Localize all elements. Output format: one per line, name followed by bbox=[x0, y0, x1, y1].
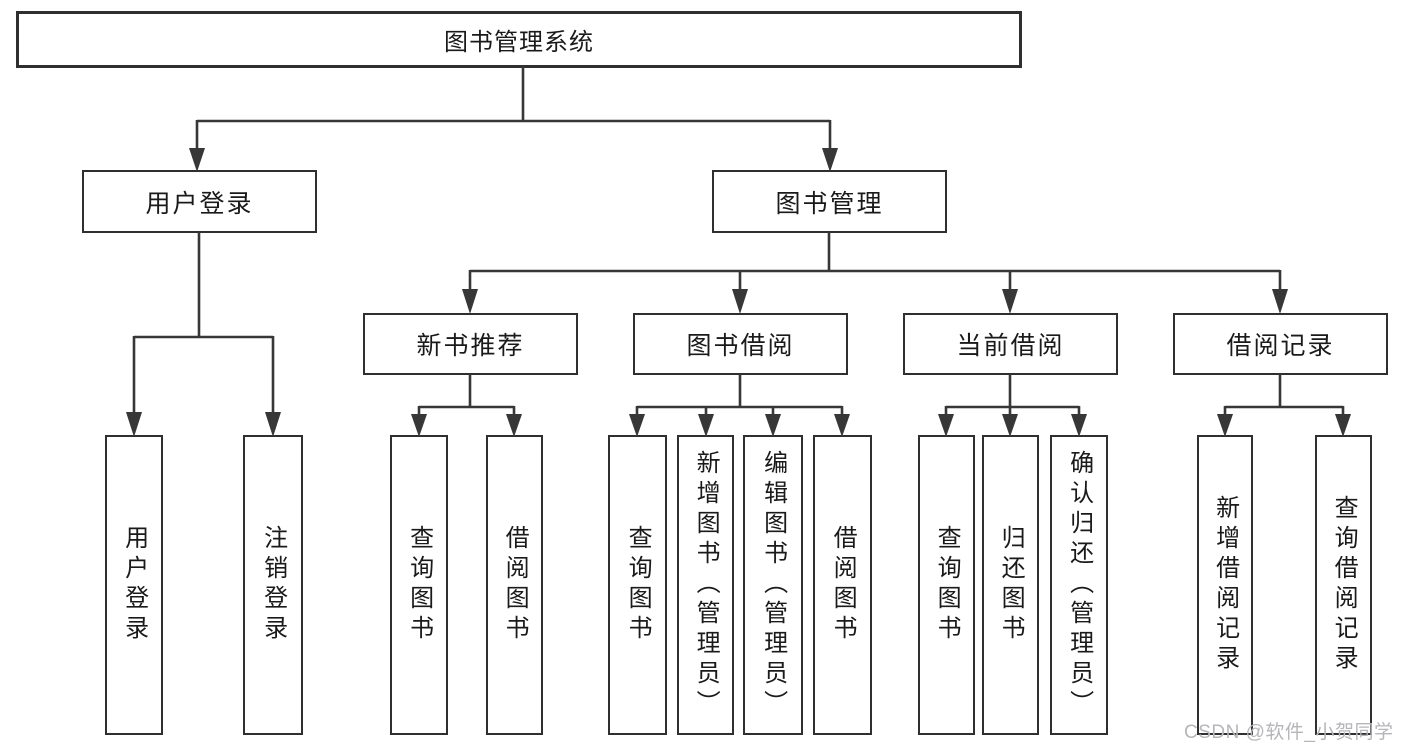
leaf-borrow-books: 借阅图书 bbox=[813, 435, 872, 735]
leaf-borrow-books: 借阅图书 bbox=[486, 435, 543, 735]
leaf-label: 借阅图书 bbox=[829, 525, 857, 645]
leaf-label: 查询图书 bbox=[405, 525, 433, 645]
leaf-user-login: 用户登录 bbox=[105, 435, 163, 735]
node-book-borrowing: 图书借阅 bbox=[633, 313, 848, 375]
node-new-book-recommendation: 新书推荐 bbox=[363, 313, 578, 375]
leaf-label: 确认归还（管理员） bbox=[1065, 450, 1093, 720]
leaf-edit-books-admin: 编辑图书（管理员） bbox=[743, 435, 803, 735]
watermark-csdn: CSDN @软件_小贺同学 bbox=[1184, 722, 1394, 743]
leaf-logout-login: 注销登录 bbox=[243, 435, 303, 735]
leaf-query-books: 查询图书 bbox=[918, 435, 975, 735]
leaf-add-borrow-record: 新增借阅记录 bbox=[1197, 435, 1253, 735]
node-user-login: 用户登录 bbox=[82, 170, 317, 233]
leaf-query-books: 查询图书 bbox=[390, 435, 448, 735]
node-library-system: 图书管理系统 bbox=[16, 11, 1022, 68]
leaf-label: 用户登录 bbox=[120, 525, 148, 645]
leaf-label: 注销登录 bbox=[259, 525, 287, 645]
node-current-borrowing: 当前借阅 bbox=[903, 313, 1118, 375]
leaf-add-books-admin: 新增图书（管理员） bbox=[677, 435, 734, 735]
node-book-management: 图书管理 bbox=[712, 170, 947, 233]
leaf-query-borrow-record: 查询借阅记录 bbox=[1315, 435, 1372, 735]
leaf-label: 归还图书 bbox=[997, 525, 1025, 645]
leaf-label: 新增借阅记录 bbox=[1211, 495, 1239, 675]
leaf-label: 查询图书 bbox=[624, 525, 652, 645]
leaf-label: 借阅图书 bbox=[501, 525, 529, 645]
node-borrowing-records: 借阅记录 bbox=[1173, 313, 1388, 375]
leaf-confirm-return-admin: 确认归还（管理员） bbox=[1050, 435, 1108, 735]
leaf-label: 编辑图书（管理员） bbox=[759, 450, 787, 720]
leaf-return-books: 归还图书 bbox=[982, 435, 1039, 735]
leaf-label: 查询借阅记录 bbox=[1330, 495, 1358, 675]
leaf-label: 新增图书（管理员） bbox=[692, 450, 720, 720]
leaf-label: 查询图书 bbox=[933, 525, 961, 645]
leaf-query-books: 查询图书 bbox=[608, 435, 667, 735]
